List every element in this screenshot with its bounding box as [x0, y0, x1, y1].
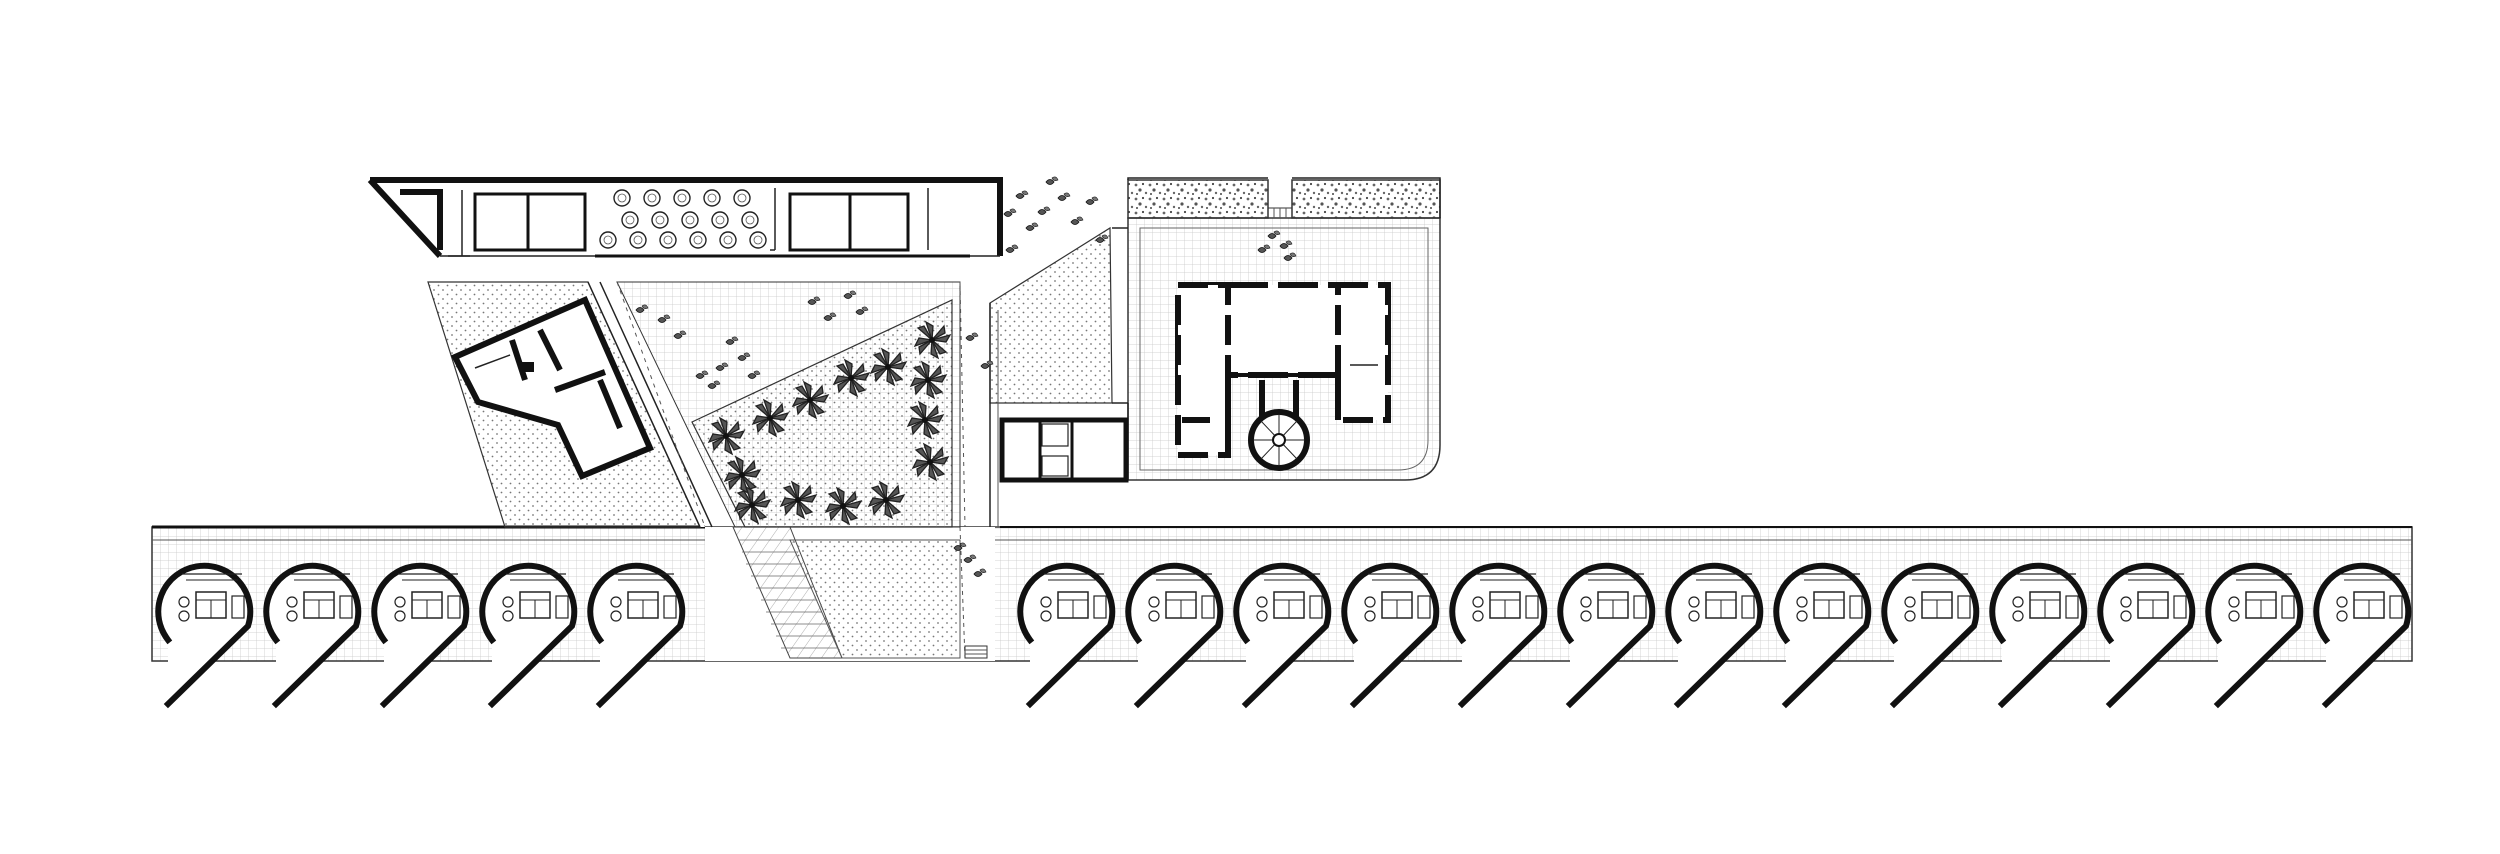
left-villa: [450, 296, 654, 480]
central-passage: [705, 526, 995, 661]
spiral-stair: [1248, 380, 1310, 471]
guest-units-left: [158, 566, 682, 704]
main-house: [1175, 282, 1391, 458]
gravel-planters: [1127, 177, 1441, 219]
small-pavilion: [999, 417, 1129, 483]
